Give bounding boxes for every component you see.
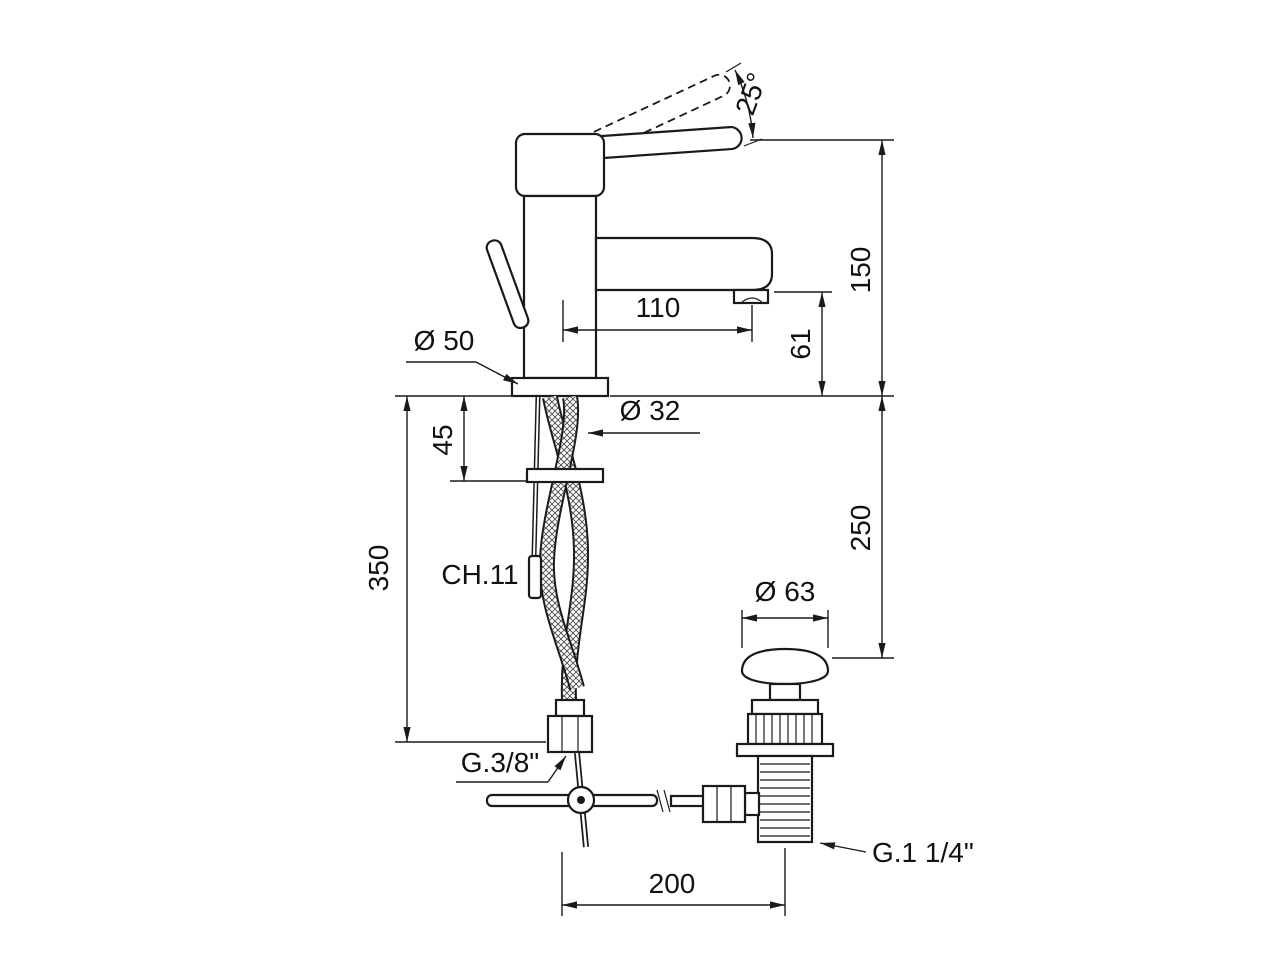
linkage-bar-right bbox=[669, 794, 706, 808]
body-column bbox=[522, 194, 598, 380]
waste-knurl bbox=[746, 712, 824, 746]
dim-waste-cap-diameter: Ø 63 bbox=[741, 576, 829, 648]
aerator bbox=[732, 288, 770, 305]
rod-nut bbox=[701, 784, 747, 824]
rod-wrench-label: CH.11 bbox=[441, 559, 518, 590]
dim-body-height-label: 150 bbox=[845, 247, 876, 294]
popup-rod-tip bbox=[527, 554, 543, 600]
dim-body-height: 150 bbox=[750, 139, 894, 396]
mounting-washer bbox=[525, 467, 605, 484]
dim-shank-diameter: Ø 32 bbox=[588, 395, 700, 437]
dim-axis-distance-label: 200 bbox=[649, 868, 696, 899]
side-port bbox=[743, 791, 761, 817]
supply-hoses bbox=[538, 395, 590, 701]
dim-spout-reach-label: 110 bbox=[636, 292, 681, 323]
dim-hose-length-label: 350 bbox=[363, 545, 394, 592]
handle-angle-label: 25° bbox=[729, 69, 773, 119]
dim-spout-height-label: 61 bbox=[785, 328, 816, 359]
supply-thread-callout: G.3/8" bbox=[456, 747, 567, 783]
popup-linkage bbox=[485, 752, 706, 848]
dim-shank-height: 45 bbox=[427, 396, 527, 482]
aerator-outlet bbox=[740, 297, 764, 304]
waste-thread-label: G.1 1/4" bbox=[872, 837, 974, 868]
dim-below-deck: 250 bbox=[832, 396, 894, 659]
popup-waste bbox=[701, 647, 835, 844]
supply-thread-label: G.3/8" bbox=[461, 747, 539, 778]
popup-rod bbox=[527, 396, 543, 600]
waste-cap bbox=[740, 647, 830, 686]
waste-thread-callout: G.1 1/4" bbox=[819, 837, 974, 868]
supply-nut bbox=[546, 698, 594, 754]
dim-waste-cap-label: Ø 63 bbox=[755, 576, 816, 607]
dim-base-diameter-label: Ø 50 bbox=[414, 325, 475, 356]
waste-tailpiece bbox=[756, 754, 814, 844]
waste-stem bbox=[768, 682, 802, 702]
dim-below-deck-label: 250 bbox=[845, 505, 876, 552]
base-flange bbox=[510, 376, 610, 398]
pull-rod-knob bbox=[485, 239, 530, 330]
dim-axis-distance: 200 bbox=[561, 848, 786, 916]
dim-spout-reach: 110 bbox=[562, 292, 753, 342]
tailpiece-threads bbox=[760, 763, 810, 837]
dim-hose-length: 350 bbox=[363, 396, 546, 743]
dim-shank-height-label: 45 bbox=[427, 424, 458, 455]
cartridge-cap bbox=[514, 132, 606, 198]
dim-shank-diameter-label: Ø 32 bbox=[620, 395, 681, 426]
spout bbox=[594, 236, 774, 292]
dim-spout-height: 61 bbox=[774, 291, 832, 396]
dim-base-diameter: Ø 50 bbox=[406, 325, 519, 385]
waste-flange bbox=[735, 742, 835, 758]
faucet-body bbox=[485, 62, 774, 398]
